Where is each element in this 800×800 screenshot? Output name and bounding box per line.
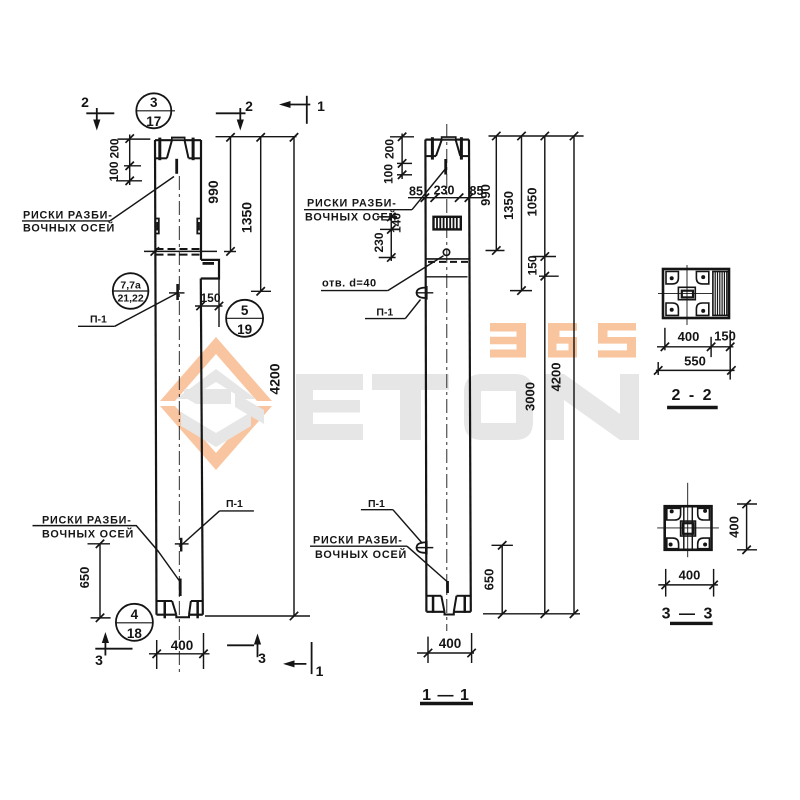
svg-text:4200: 4200 <box>549 363 564 392</box>
svg-text:400: 400 <box>727 516 742 538</box>
svg-text:3 — 3: 3 — 3 <box>662 606 715 623</box>
svg-text:200: 200 <box>383 139 397 159</box>
svg-text:2: 2 <box>81 94 89 110</box>
svg-text:РИСКИ РАЗБИ-: РИСКИ РАЗБИ- <box>23 210 113 222</box>
svg-text:990: 990 <box>478 184 493 206</box>
svg-text:100: 100 <box>107 161 121 181</box>
svg-text:1350: 1350 <box>239 202 255 233</box>
svg-text:4: 4 <box>131 607 139 622</box>
svg-text:18: 18 <box>127 626 143 641</box>
svg-text:230: 230 <box>434 184 455 198</box>
svg-text:200: 200 <box>108 138 122 158</box>
svg-text:7,7а: 7,7а <box>120 280 141 292</box>
svg-text:ВОЧНЫХ ОСЕЙ: ВОЧНЫХ ОСЕЙ <box>315 548 407 561</box>
svg-text:150: 150 <box>200 291 220 305</box>
svg-text:3: 3 <box>258 650 266 666</box>
svg-text:1050: 1050 <box>524 188 539 217</box>
svg-text:4200: 4200 <box>267 363 283 394</box>
svg-text:ВОЧНЫХ ОСЕЙ: ВОЧНЫХ ОСЕЙ <box>23 222 115 235</box>
svg-text:230: 230 <box>372 232 386 252</box>
svg-text:1: 1 <box>317 98 325 114</box>
svg-text:85: 85 <box>470 184 484 198</box>
svg-text:3: 3 <box>95 652 103 668</box>
svg-text:П-1: П-1 <box>368 498 385 510</box>
svg-text:2: 2 <box>245 98 253 114</box>
svg-text:400: 400 <box>439 636 462 651</box>
svg-text:85: 85 <box>409 184 423 198</box>
svg-text:400: 400 <box>171 638 194 653</box>
svg-text:3000: 3000 <box>523 382 538 411</box>
svg-text:400: 400 <box>678 329 700 344</box>
svg-text:ВОЧНЫХ ОСЕЙ: ВОЧНЫХ ОСЕЙ <box>305 210 397 223</box>
svg-text:17: 17 <box>146 114 161 129</box>
svg-text:ВОЧНЫХ ОСЕЙ: ВОЧНЫХ ОСЕЙ <box>42 527 134 540</box>
svg-text:550: 550 <box>684 354 706 369</box>
svg-text:1 — 1: 1 — 1 <box>422 687 470 704</box>
svg-text:1: 1 <box>316 663 324 679</box>
svg-text:П-1: П-1 <box>90 313 107 325</box>
svg-text:РИСКИ РАЗБИ-: РИСКИ РАЗБИ- <box>42 515 132 527</box>
svg-text:3: 3 <box>150 95 158 110</box>
svg-text:РИСКИ РАЗБИ-: РИСКИ РАЗБИ- <box>313 535 403 547</box>
svg-text:5: 5 <box>241 303 249 318</box>
svg-text:100: 100 <box>382 164 396 184</box>
svg-text:150: 150 <box>525 255 539 275</box>
svg-text:990: 990 <box>205 180 221 204</box>
svg-text:650: 650 <box>482 569 497 591</box>
svg-text:21,22: 21,22 <box>117 293 143 305</box>
svg-text:П-1: П-1 <box>376 307 393 319</box>
svg-text:отв. d=40: отв. d=40 <box>322 278 377 290</box>
svg-text:П-1: П-1 <box>226 498 243 510</box>
svg-text:140: 140 <box>390 213 404 233</box>
svg-text:1350: 1350 <box>501 191 516 220</box>
svg-text:150: 150 <box>714 329 736 344</box>
svg-text:19: 19 <box>237 322 252 337</box>
svg-text:400: 400 <box>679 568 701 583</box>
svg-text:650: 650 <box>77 567 92 589</box>
svg-text:РИСКИ РАЗБИ-: РИСКИ РАЗБИ- <box>307 198 397 210</box>
svg-text:2 - 2: 2 - 2 <box>671 387 713 404</box>
